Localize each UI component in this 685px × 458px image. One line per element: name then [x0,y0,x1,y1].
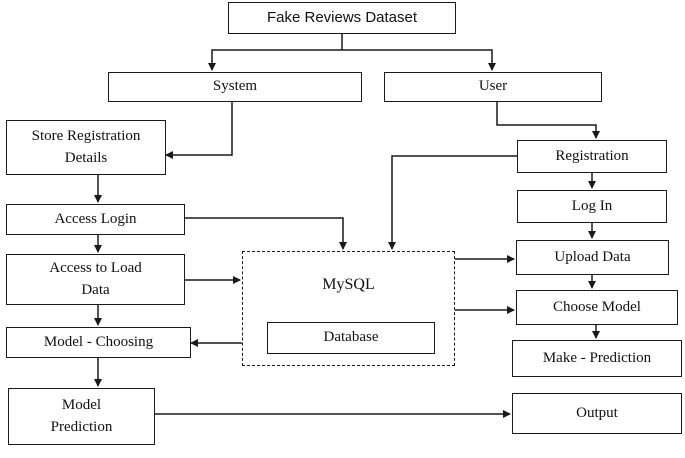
node-model-choosing: Model - Choosing [6,327,191,358]
node-model-prediction: Model Prediction [8,388,155,445]
node-user: User [384,72,602,102]
node-output: Output [512,393,682,434]
edge-system-to-store [165,102,233,159]
node-registration: Registration [517,140,667,173]
mysql-label: MySQL [322,276,375,293]
node-fake-reviews-dataset: Fake Reviews Dataset [228,2,456,34]
node-database: Database [267,322,435,354]
node-system: System [108,72,362,102]
node-mysql: MySQL Database [242,251,455,366]
edge-access-login-to-mysql [185,217,347,250]
node-access-load-data: Access to Load Data [6,254,185,305]
node-choose-model: Choose Model [516,290,678,325]
edge-registration-to-mysql [388,155,517,250]
node-log-in: Log In [517,190,667,223]
edge-user-to-registration [496,102,600,139]
node-upload-data: Upload Data [516,240,669,275]
node-make-prediction: Make - Prediction [512,340,682,377]
edge-title-to-user [342,49,496,71]
node-store-registration: Store Registration Details [6,120,166,175]
node-access-login: Access Login [6,204,185,235]
edge-title-to-system [208,49,342,71]
